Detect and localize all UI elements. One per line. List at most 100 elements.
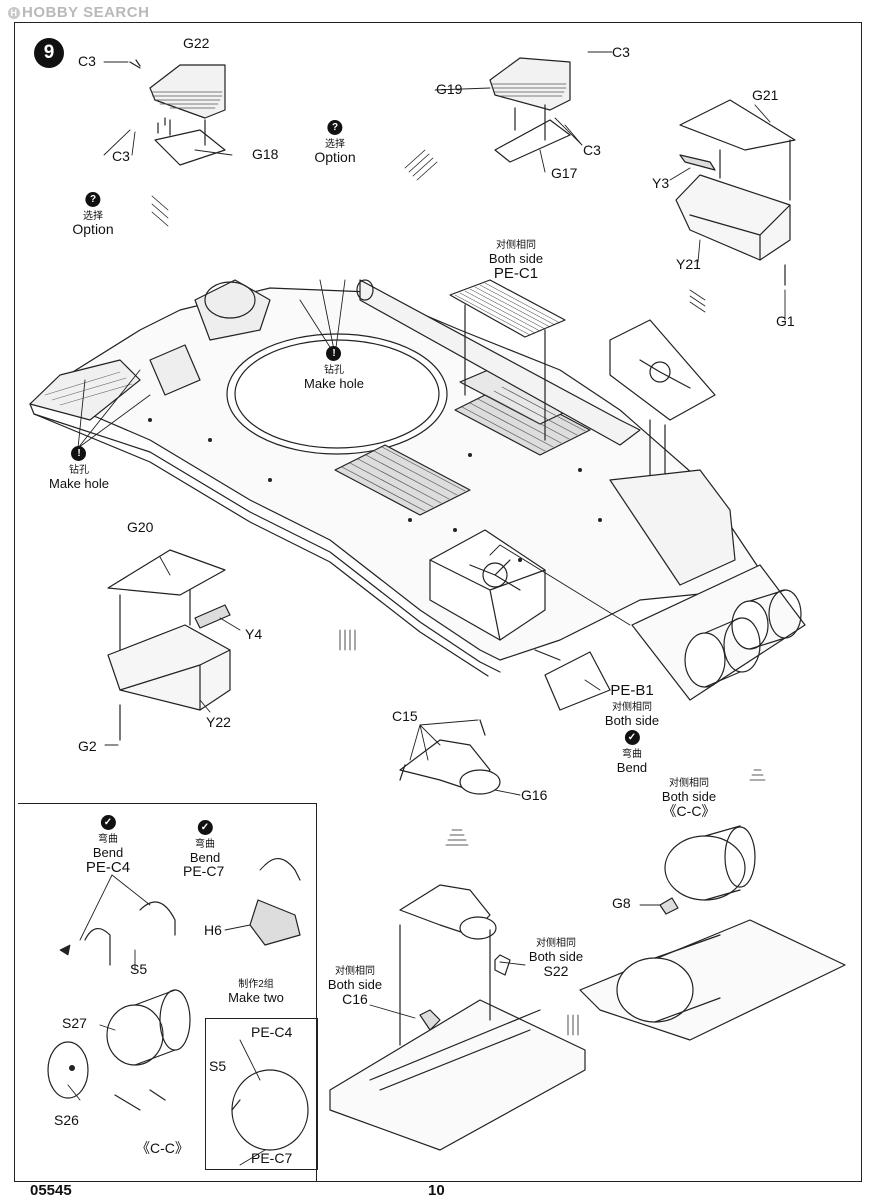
part-lower-right-plate	[579, 825, 846, 1041]
bend-cn: 弯曲	[621, 749, 642, 760]
bend-icon: ✓	[100, 815, 116, 830]
make-hole-en: Make hole	[49, 476, 109, 491]
label-g18: G18	[252, 146, 279, 162]
both-side-cn: 对侧相同	[334, 966, 375, 977]
pe-c1-callout: 对侧相同 Both side PE-C1	[489, 236, 543, 281]
label-pe-c4-b: PE-C4	[251, 1024, 293, 1040]
label-y22: Y22	[206, 714, 231, 730]
bend-cn: 弯曲	[195, 839, 215, 850]
bend-en: Bend	[616, 760, 648, 775]
c16-callout: 对侧相同 Both side C16	[328, 962, 382, 1007]
part-rear-plate-drums	[609, 469, 806, 701]
make-two-cn: 制作2组	[238, 979, 274, 990]
exclamation-icon: !	[71, 446, 87, 461]
both-side-en: Both side	[528, 949, 584, 964]
label-g16: G16	[521, 787, 548, 803]
both-side-cn: 对侧相同	[668, 778, 709, 789]
both-side-en: Both side	[327, 977, 383, 992]
both-side-en: Both side	[661, 789, 717, 804]
kit-number: 05545	[30, 1182, 72, 1199]
part-right-engine-plate	[609, 319, 716, 501]
label-pe-c7-a: PE-C7	[183, 863, 225, 879]
make-hole-marker-center: ! 钻孔 Make hole	[304, 344, 364, 391]
hull-deck	[29, 279, 761, 677]
part-pe-b1-strip	[534, 649, 611, 711]
label-y4: Y4	[245, 626, 263, 642]
option-en-label: Option	[314, 149, 356, 165]
both-side-cn: 对侧相同	[611, 702, 652, 713]
label-c3-b: C3	[112, 148, 130, 164]
label-c3-a: C3	[78, 53, 96, 69]
step-number-badge: 9	[34, 38, 64, 68]
label-y21: Y21	[676, 256, 701, 272]
label-c-c: 《C-C》	[136, 1140, 189, 1156]
part-g16-bracket	[399, 719, 501, 795]
pe-c4-callout: ✓ 弯曲 Bend PE-C4	[86, 813, 130, 875]
make-hole-en: Make hole	[304, 376, 364, 391]
label-pe-c4: PE-C4	[85, 859, 131, 876]
inset-box-drum-assembly	[18, 803, 317, 1181]
c-c-both-callout: 对侧相同 Both side 《C-C》	[662, 774, 716, 819]
option-marker-left: ? 选择 Option	[72, 190, 114, 237]
bend-cn: 弯曲	[98, 834, 118, 845]
label-c15: C15	[392, 708, 418, 724]
label-pe-b1: PE-B1	[610, 682, 654, 699]
bend-en: Bend	[189, 850, 221, 865]
label-g22: G22	[183, 35, 210, 51]
label-g1: G1	[776, 313, 795, 329]
part-g22-box	[129, 59, 226, 166]
make-hole-cn: 钻孔	[68, 465, 89, 476]
both-side-en: Both side	[604, 713, 660, 728]
option-cn-label: 选择	[325, 139, 345, 150]
watermark-text: HOBBY SEARCH	[22, 4, 150, 21]
label-pe-c1: PE-C1	[493, 265, 539, 282]
label-c3-d: C3	[583, 142, 601, 158]
part-lower-center-plate	[329, 884, 586, 1151]
label-s27: S27	[62, 1015, 87, 1031]
both-side-en: Both side	[488, 251, 544, 266]
bend-icon: ✓	[197, 820, 213, 835]
both-side-cn: 对侧相同	[535, 938, 576, 949]
option-en-label: Option	[72, 221, 114, 237]
part-g20-bin	[107, 549, 231, 741]
option-icon: ?	[327, 120, 343, 135]
make-two-callout: 制作2组 Make two	[228, 975, 284, 1005]
pe-c7-callout: ✓ 弯曲 Bend	[190, 818, 220, 865]
bend-icon: ✓	[624, 730, 640, 745]
s22-callout: 对侧相同 Both side S22	[529, 934, 583, 979]
inset-box-strap-detail	[205, 1018, 318, 1170]
exclamation-icon: !	[326, 346, 342, 361]
label-pe-c7-b: PE-C7	[251, 1150, 293, 1166]
bend-en: Bend	[92, 845, 124, 860]
label-s5-b: S5	[209, 1058, 227, 1074]
label-c16: C16	[342, 991, 368, 1007]
label-y3: Y3	[652, 175, 670, 191]
label-s26: S26	[54, 1112, 79, 1128]
page-number: 10	[428, 1182, 445, 1199]
label-g21: G21	[752, 87, 779, 103]
direction-arrows	[59, 149, 766, 1036]
option-cn-label: 选择	[83, 211, 103, 222]
part-g19-box	[489, 57, 571, 163]
pe-b1-callout: PE-B1 对侧相同 Both side ✓ 弯曲 Bend	[605, 683, 659, 775]
label-g8: G8	[612, 895, 631, 911]
both-side-cn: 对侧相同	[495, 240, 536, 251]
page-frame	[14, 22, 862, 1182]
part-g21-bin	[675, 99, 796, 286]
label-g19: G19	[436, 81, 463, 97]
label-s22: S22	[543, 963, 569, 979]
leader-lines	[67, 51, 786, 1166]
make-hole-cn: 钻孔	[323, 365, 344, 376]
label-c-c-both: 《C-C》	[662, 803, 716, 819]
label-c3-c: C3	[612, 44, 630, 60]
label-g17: G17	[551, 165, 578, 181]
make-hole-marker-left: ! 钻孔 Make hole	[49, 444, 109, 491]
part-pe-c1-mesh	[449, 279, 566, 441]
option-icon: ?	[85, 192, 101, 207]
watermark-logo-icon: H	[8, 7, 20, 19]
label-s5-a: S5	[130, 961, 148, 977]
label-g20: G20	[127, 519, 154, 535]
label-h6: H6	[204, 922, 222, 938]
label-g2: G2	[78, 738, 97, 754]
